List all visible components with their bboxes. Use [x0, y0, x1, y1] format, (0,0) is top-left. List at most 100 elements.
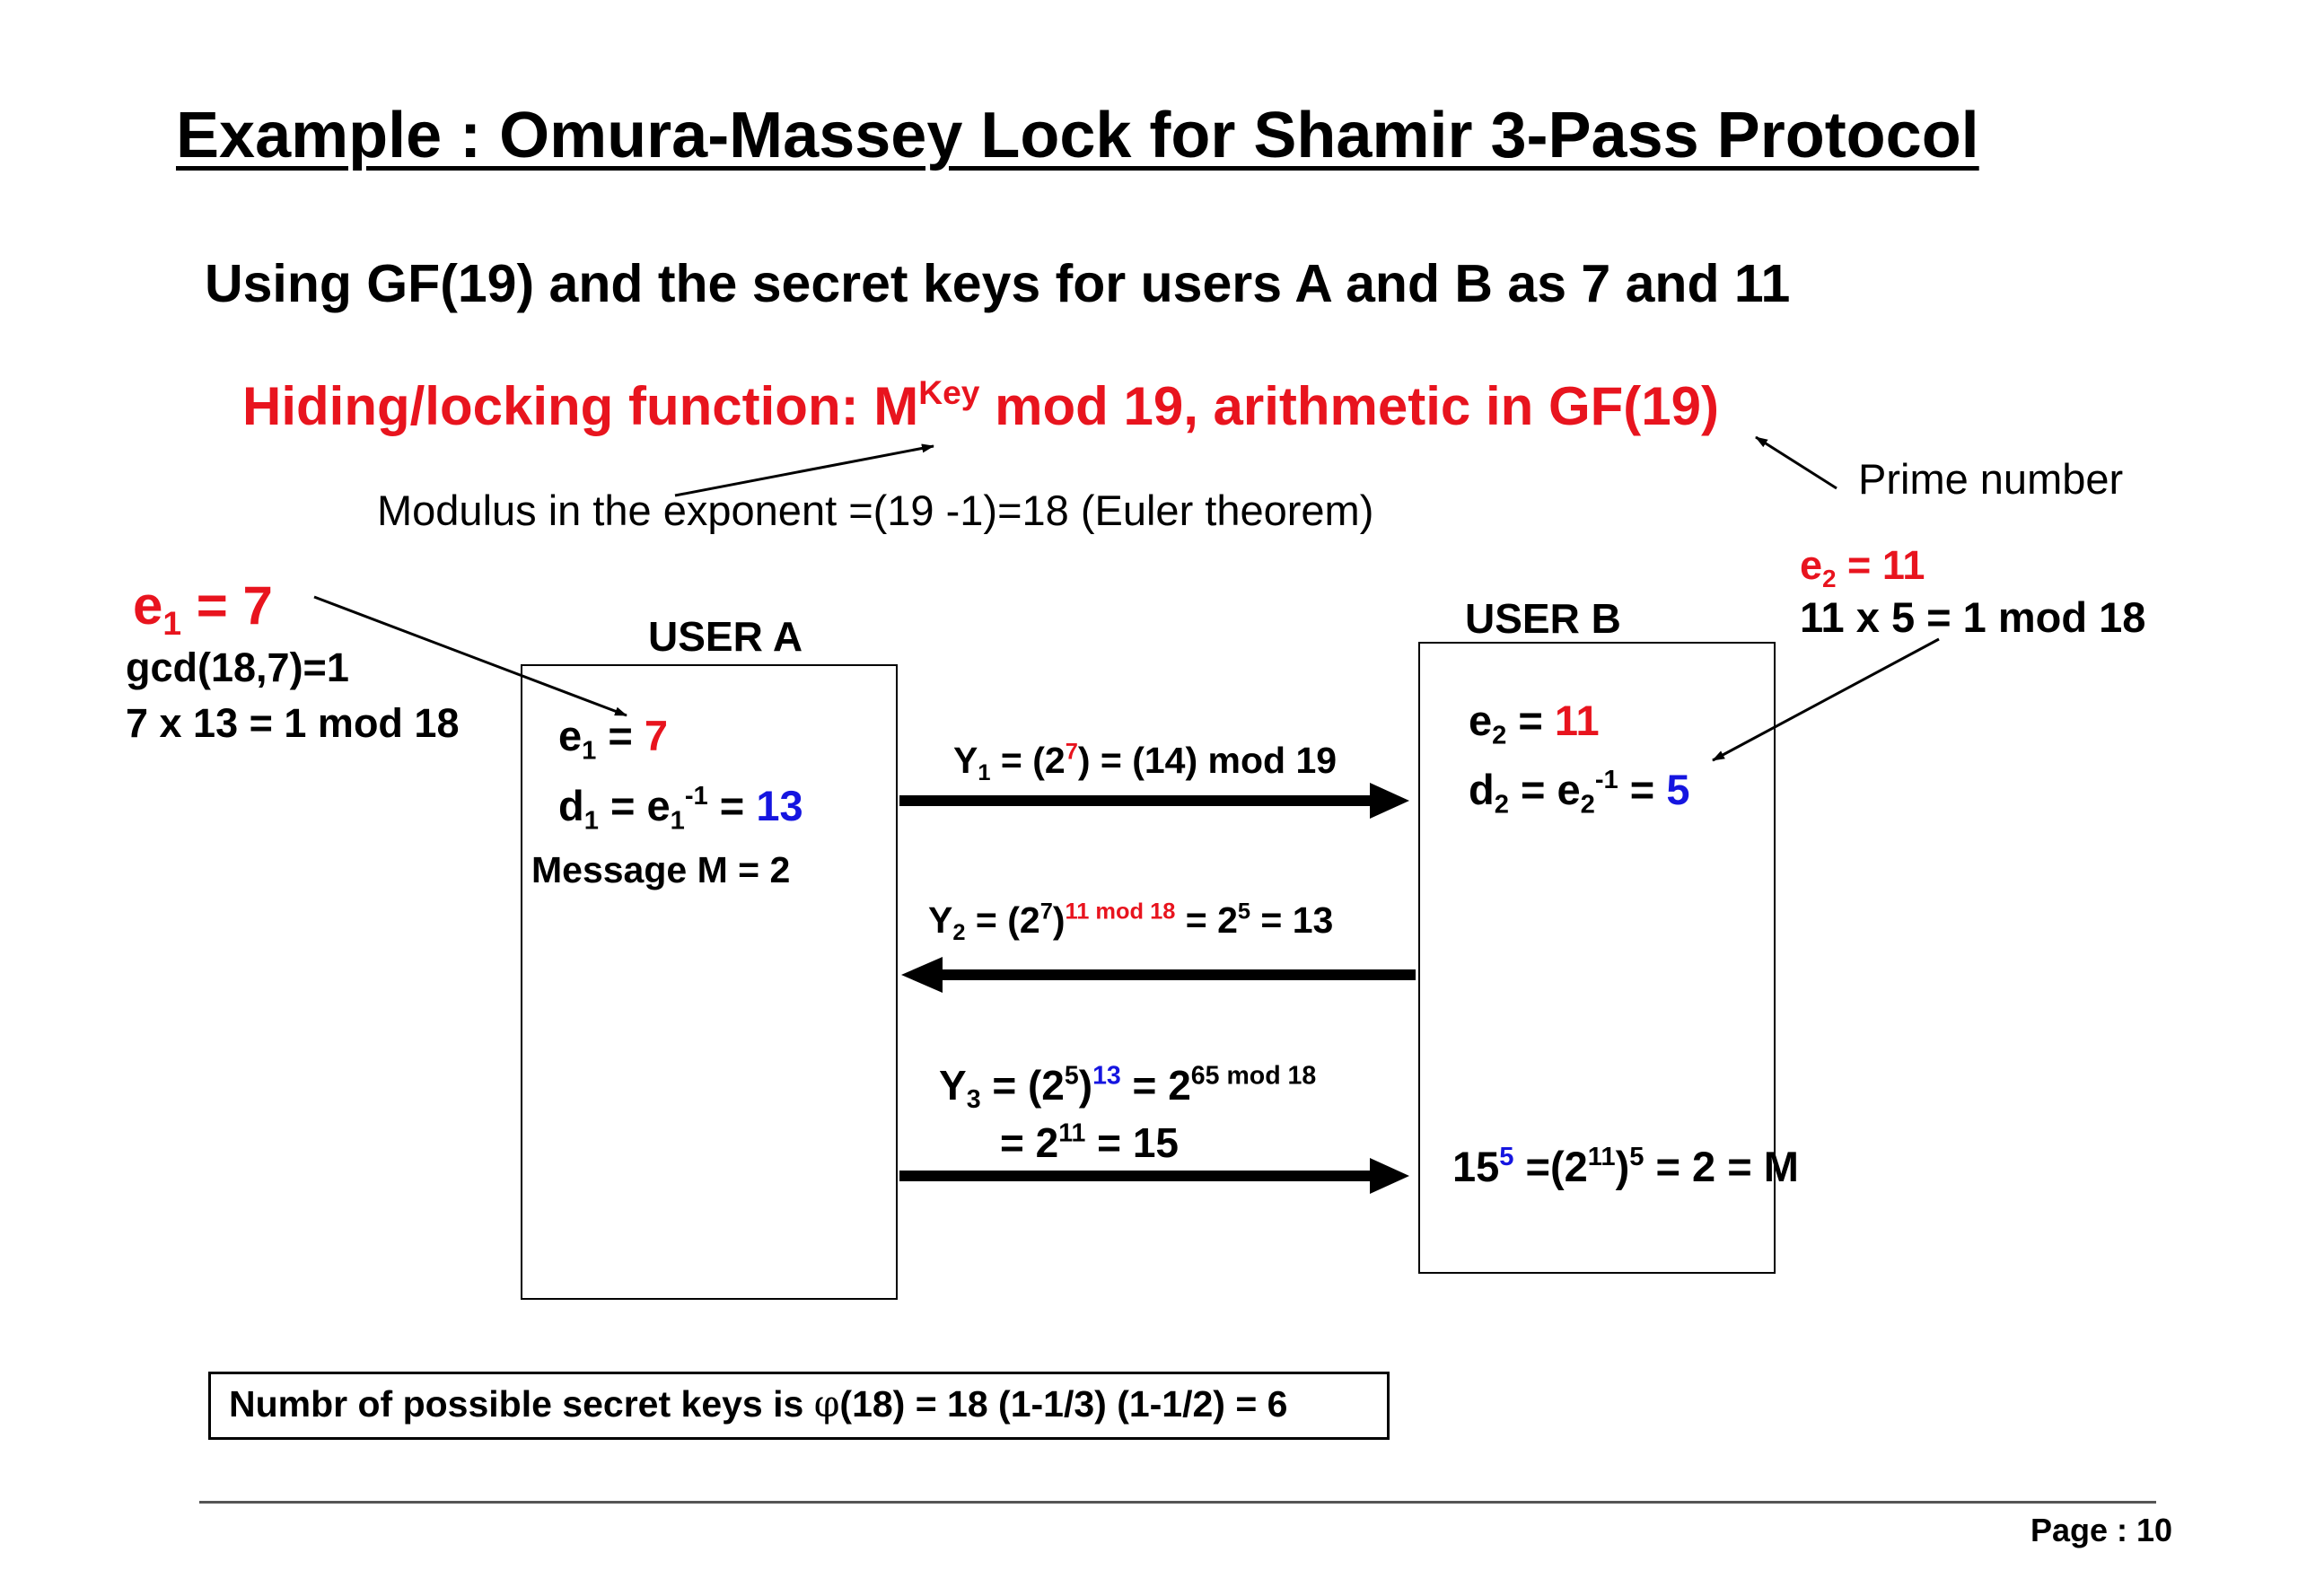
term-sup: 5	[1064, 1061, 1079, 1091]
term-sub: 2	[1494, 790, 1509, 820]
term: = 2	[1175, 899, 1238, 941]
pass-2-arrow	[901, 957, 1416, 993]
term: ) = (14) mod 19	[1077, 740, 1338, 781]
term: )	[1078, 1062, 1093, 1109]
keys-note-text: Numbr of possible secret keys is	[229, 1383, 814, 1425]
term-sup: 5	[1237, 899, 1251, 925]
subtitle: Using GF(19) and the secret keys for use…	[205, 254, 1791, 313]
user-a-box	[521, 664, 898, 1300]
page-number: Page : 10	[2030, 1512, 2173, 1548]
e2-sub: 2	[1822, 564, 1837, 592]
term: = (2	[965, 899, 1040, 941]
user-a-d1: d1 = e1-1 = 13	[558, 781, 803, 834]
term: d	[1469, 766, 1495, 813]
term-sup: 5	[1629, 1142, 1645, 1171]
keys-note-box	[208, 1372, 1390, 1440]
user-b-d2: d2 = e2-1 = 5	[1469, 765, 1690, 818]
keys-note-formula: (18) = 18 (1-1/3) (1-1/2) = 6	[839, 1383, 1288, 1425]
term: )	[1615, 1143, 1630, 1190]
term-sup: 5	[1499, 1142, 1514, 1171]
term: d	[558, 782, 584, 829]
hiding-rest: mod 19, arithmetic in GF(19)	[979, 376, 1719, 436]
e1-value: = 7	[181, 575, 273, 636]
keys-note: Numbr of possible secret keys is φ(18) =…	[229, 1382, 1288, 1425]
modulus-arrow	[674, 443, 934, 497]
term-sup: 65 mod 18	[1190, 1061, 1317, 1091]
term-sup: 7	[1065, 739, 1078, 765]
inverse-b-line: 11 x 5 = 1 mod 18	[1800, 593, 2146, 641]
hiding-function: Hiding/locking function: MKey mod 19, ar…	[242, 375, 1719, 437]
pass-3-label: Y3 = (25)13 = 265 mod 18	[939, 1061, 1317, 1112]
user-b-result: 155 =(211)5 = 2 = M	[1452, 1142, 1799, 1191]
e2-key-value: 11	[1554, 697, 1600, 744]
term: e	[558, 712, 583, 759]
gcd-line: gcd(18,7)=1	[126, 645, 349, 690]
term: = 2	[1120, 1062, 1191, 1109]
term: = 13	[1250, 899, 1334, 941]
user-b-e2: e2 = 11	[1469, 696, 1600, 749]
equals: =	[596, 712, 645, 759]
term-sub: 3	[966, 1085, 981, 1115]
equals: = e	[598, 782, 671, 829]
user-a-label: USER A	[648, 613, 803, 660]
e1-arrow	[313, 595, 627, 717]
term: =(2	[1513, 1143, 1588, 1190]
term-sub: 1	[582, 736, 597, 766]
e1-annotation: e1 = 7	[133, 574, 273, 639]
term: )	[1052, 899, 1066, 941]
equals: =	[1506, 697, 1555, 744]
term: = (2	[990, 740, 1066, 781]
hiding-exponent: Key	[918, 373, 980, 411]
term-sup: 11 mod 18	[1065, 899, 1176, 925]
term: = 2 = M	[1644, 1143, 1799, 1190]
e1-key-value: 7	[644, 712, 669, 759]
e1-base: e	[133, 575, 163, 636]
pass-3-arrow	[899, 1158, 1409, 1194]
page-title: Example : Omura-Massey Lock for Shamir 3…	[176, 100, 1979, 171]
term: = 15	[1085, 1119, 1179, 1166]
e2-annotation: e2 = 11	[1800, 542, 1925, 592]
modulus-note: Modulus in the exponent =(19 -1)=18 (Eul…	[377, 487, 1374, 534]
equals: = e	[1508, 766, 1581, 813]
term: Y	[928, 899, 953, 941]
term-sub: 2	[1492, 721, 1507, 750]
hiding-label: Hiding/locking function: M	[242, 376, 919, 436]
term-sub: 1	[670, 806, 685, 836]
term-sup: 7	[1039, 899, 1053, 925]
term: Y	[939, 1062, 967, 1109]
term-sup: -1	[1594, 765, 1618, 794]
equals: =	[1618, 766, 1667, 813]
term-sub: 2	[1580, 790, 1595, 820]
pass-3-label-line2: = 211 = 15	[1000, 1118, 1179, 1167]
term: e	[1469, 697, 1493, 744]
inverse-a-line: 7 x 13 = 1 mod 18	[126, 700, 460, 746]
prime-arrow	[1755, 435, 1838, 490]
e1-sub: 1	[162, 603, 182, 642]
d2-key-value: 5	[1666, 766, 1690, 813]
term-sub: 1	[583, 806, 599, 836]
user-a-e1: e1 = 7	[558, 711, 669, 764]
d1-key-value: 13	[756, 782, 803, 829]
term-sup: -1	[684, 781, 708, 811]
pass-2-label: Y2 = (27)11 mod 18 = 25 = 13	[928, 899, 1334, 946]
user-b-label: USER B	[1465, 595, 1621, 642]
term: = 2	[1000, 1119, 1059, 1166]
term: = (2	[980, 1062, 1065, 1109]
footer-divider	[199, 1501, 2156, 1504]
term-sup: 11	[1587, 1142, 1616, 1171]
term-sub: 1	[978, 760, 991, 786]
pass-1-arrow	[899, 783, 1409, 819]
user-a-message: Message M = 2	[531, 849, 791, 890]
term-sup: 11	[1058, 1118, 1086, 1148]
term-sub: 2	[952, 920, 966, 946]
user-b-box	[1418, 642, 1776, 1274]
e2-arrow	[1712, 637, 1940, 762]
term: 15	[1452, 1143, 1500, 1190]
pass-1-label: Y1 = (27) = (14) mod 19	[953, 739, 1338, 786]
e2-value: = 11	[1836, 542, 1925, 588]
phi-symbol: φ	[813, 1382, 840, 1425]
e2-base: e	[1800, 542, 1823, 588]
equals: =	[707, 782, 757, 829]
term-sup: 13	[1092, 1061, 1121, 1091]
